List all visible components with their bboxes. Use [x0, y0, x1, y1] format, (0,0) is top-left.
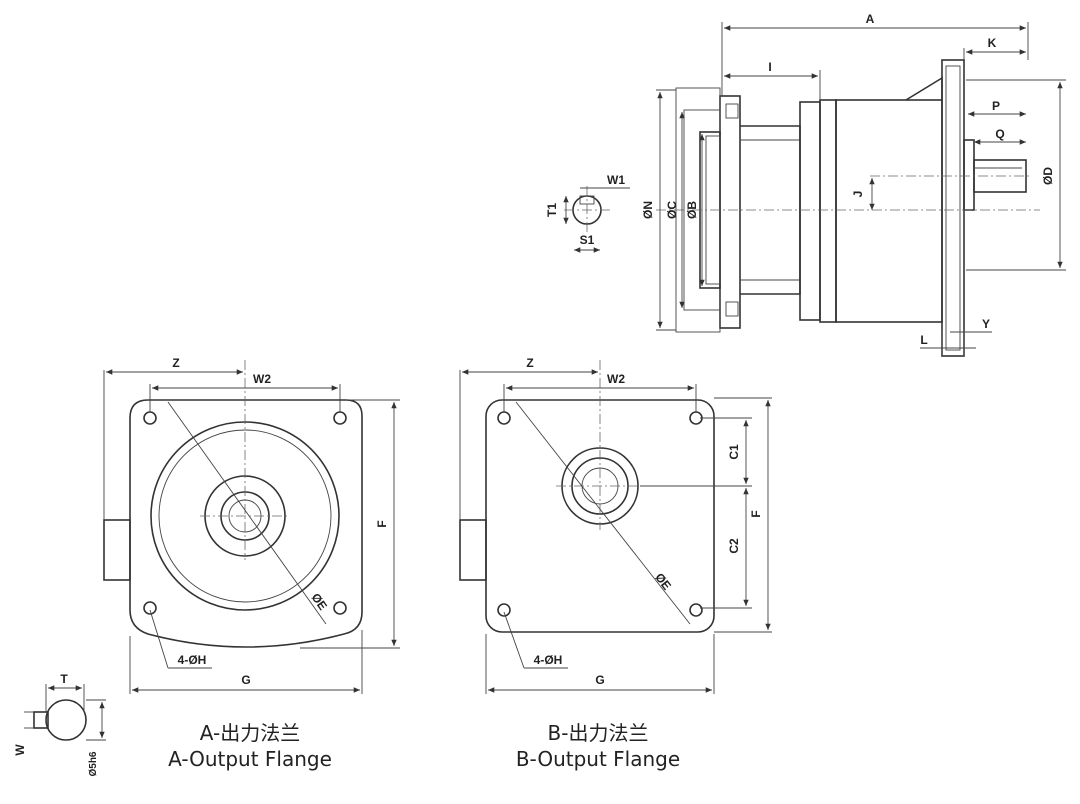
side-view: A K I P Q ØD J ØN ØC ØB L	[641, 12, 1066, 357]
dim-n-label: ØN	[641, 201, 655, 219]
dim-i-label: I	[768, 60, 771, 74]
flange-b-c2-label: C2	[727, 538, 741, 554]
flange-a-caption-cn: A-出力法兰	[199, 721, 301, 745]
dim-y-label: Y	[982, 317, 990, 331]
flange-b-caption-en: B-Output Flange	[515, 747, 681, 771]
flange-a-w2-label: W2	[253, 372, 271, 386]
dim-k-label: K	[988, 36, 997, 50]
flange-b-c1-label: C1	[727, 444, 741, 460]
flange-b-h-label: 4-ØH	[534, 653, 563, 667]
flange-b-e-label: ØE	[652, 570, 674, 592]
dim-p-label: P	[992, 99, 1000, 113]
dim-a-label: A	[866, 12, 875, 26]
flange-b-view: Z W2 C1 C2 F ØE 4-ØH G	[459, 356, 772, 694]
small-shaft-w-label: W	[13, 744, 27, 756]
flange-a-f-label: F	[375, 520, 389, 527]
flange-a-caption: A-出力法兰 A-Output Flange	[150, 720, 350, 772]
flange-a-e-label: ØE	[309, 591, 330, 613]
dim-c-label: ØC	[665, 201, 679, 219]
dim-t1-label: T1	[545, 203, 559, 217]
flange-b-z-label: Z	[526, 356, 533, 370]
dim-w1-label: W1	[607, 173, 625, 187]
dim-j-label: J	[851, 191, 865, 198]
shaft-section: W1 T1 S1	[545, 173, 630, 253]
dim-q-label: Q	[995, 127, 1004, 141]
dim-d-label: ØD	[1041, 167, 1055, 185]
flange-a-g-label: G	[241, 673, 250, 687]
flange-b-f-label: F	[749, 510, 763, 517]
small-shaft-view: T W Ø5h6	[13, 672, 106, 777]
flange-a-h-label: 4-ØH	[178, 653, 207, 667]
flange-b-caption-cn: B-出力法兰	[547, 721, 649, 745]
flange-a-view: Z W2 F ØE 4-ØH G	[103, 356, 400, 694]
small-shaft-t-label: T	[60, 672, 68, 686]
dim-l-label: L	[920, 333, 927, 347]
flange-a-z-label: Z	[172, 356, 179, 370]
flange-b-caption: B-出力法兰 B-Output Flange	[498, 720, 698, 772]
small-shaft-s-label: Ø5h6	[88, 751, 99, 776]
dim-b-label: ØB	[685, 201, 699, 219]
flange-b-g-label: G	[595, 673, 604, 687]
flange-b-w2-label: W2	[607, 372, 625, 386]
flange-a-caption-en: A-Output Flange	[168, 747, 332, 771]
dim-s1-label: S1	[580, 233, 595, 247]
